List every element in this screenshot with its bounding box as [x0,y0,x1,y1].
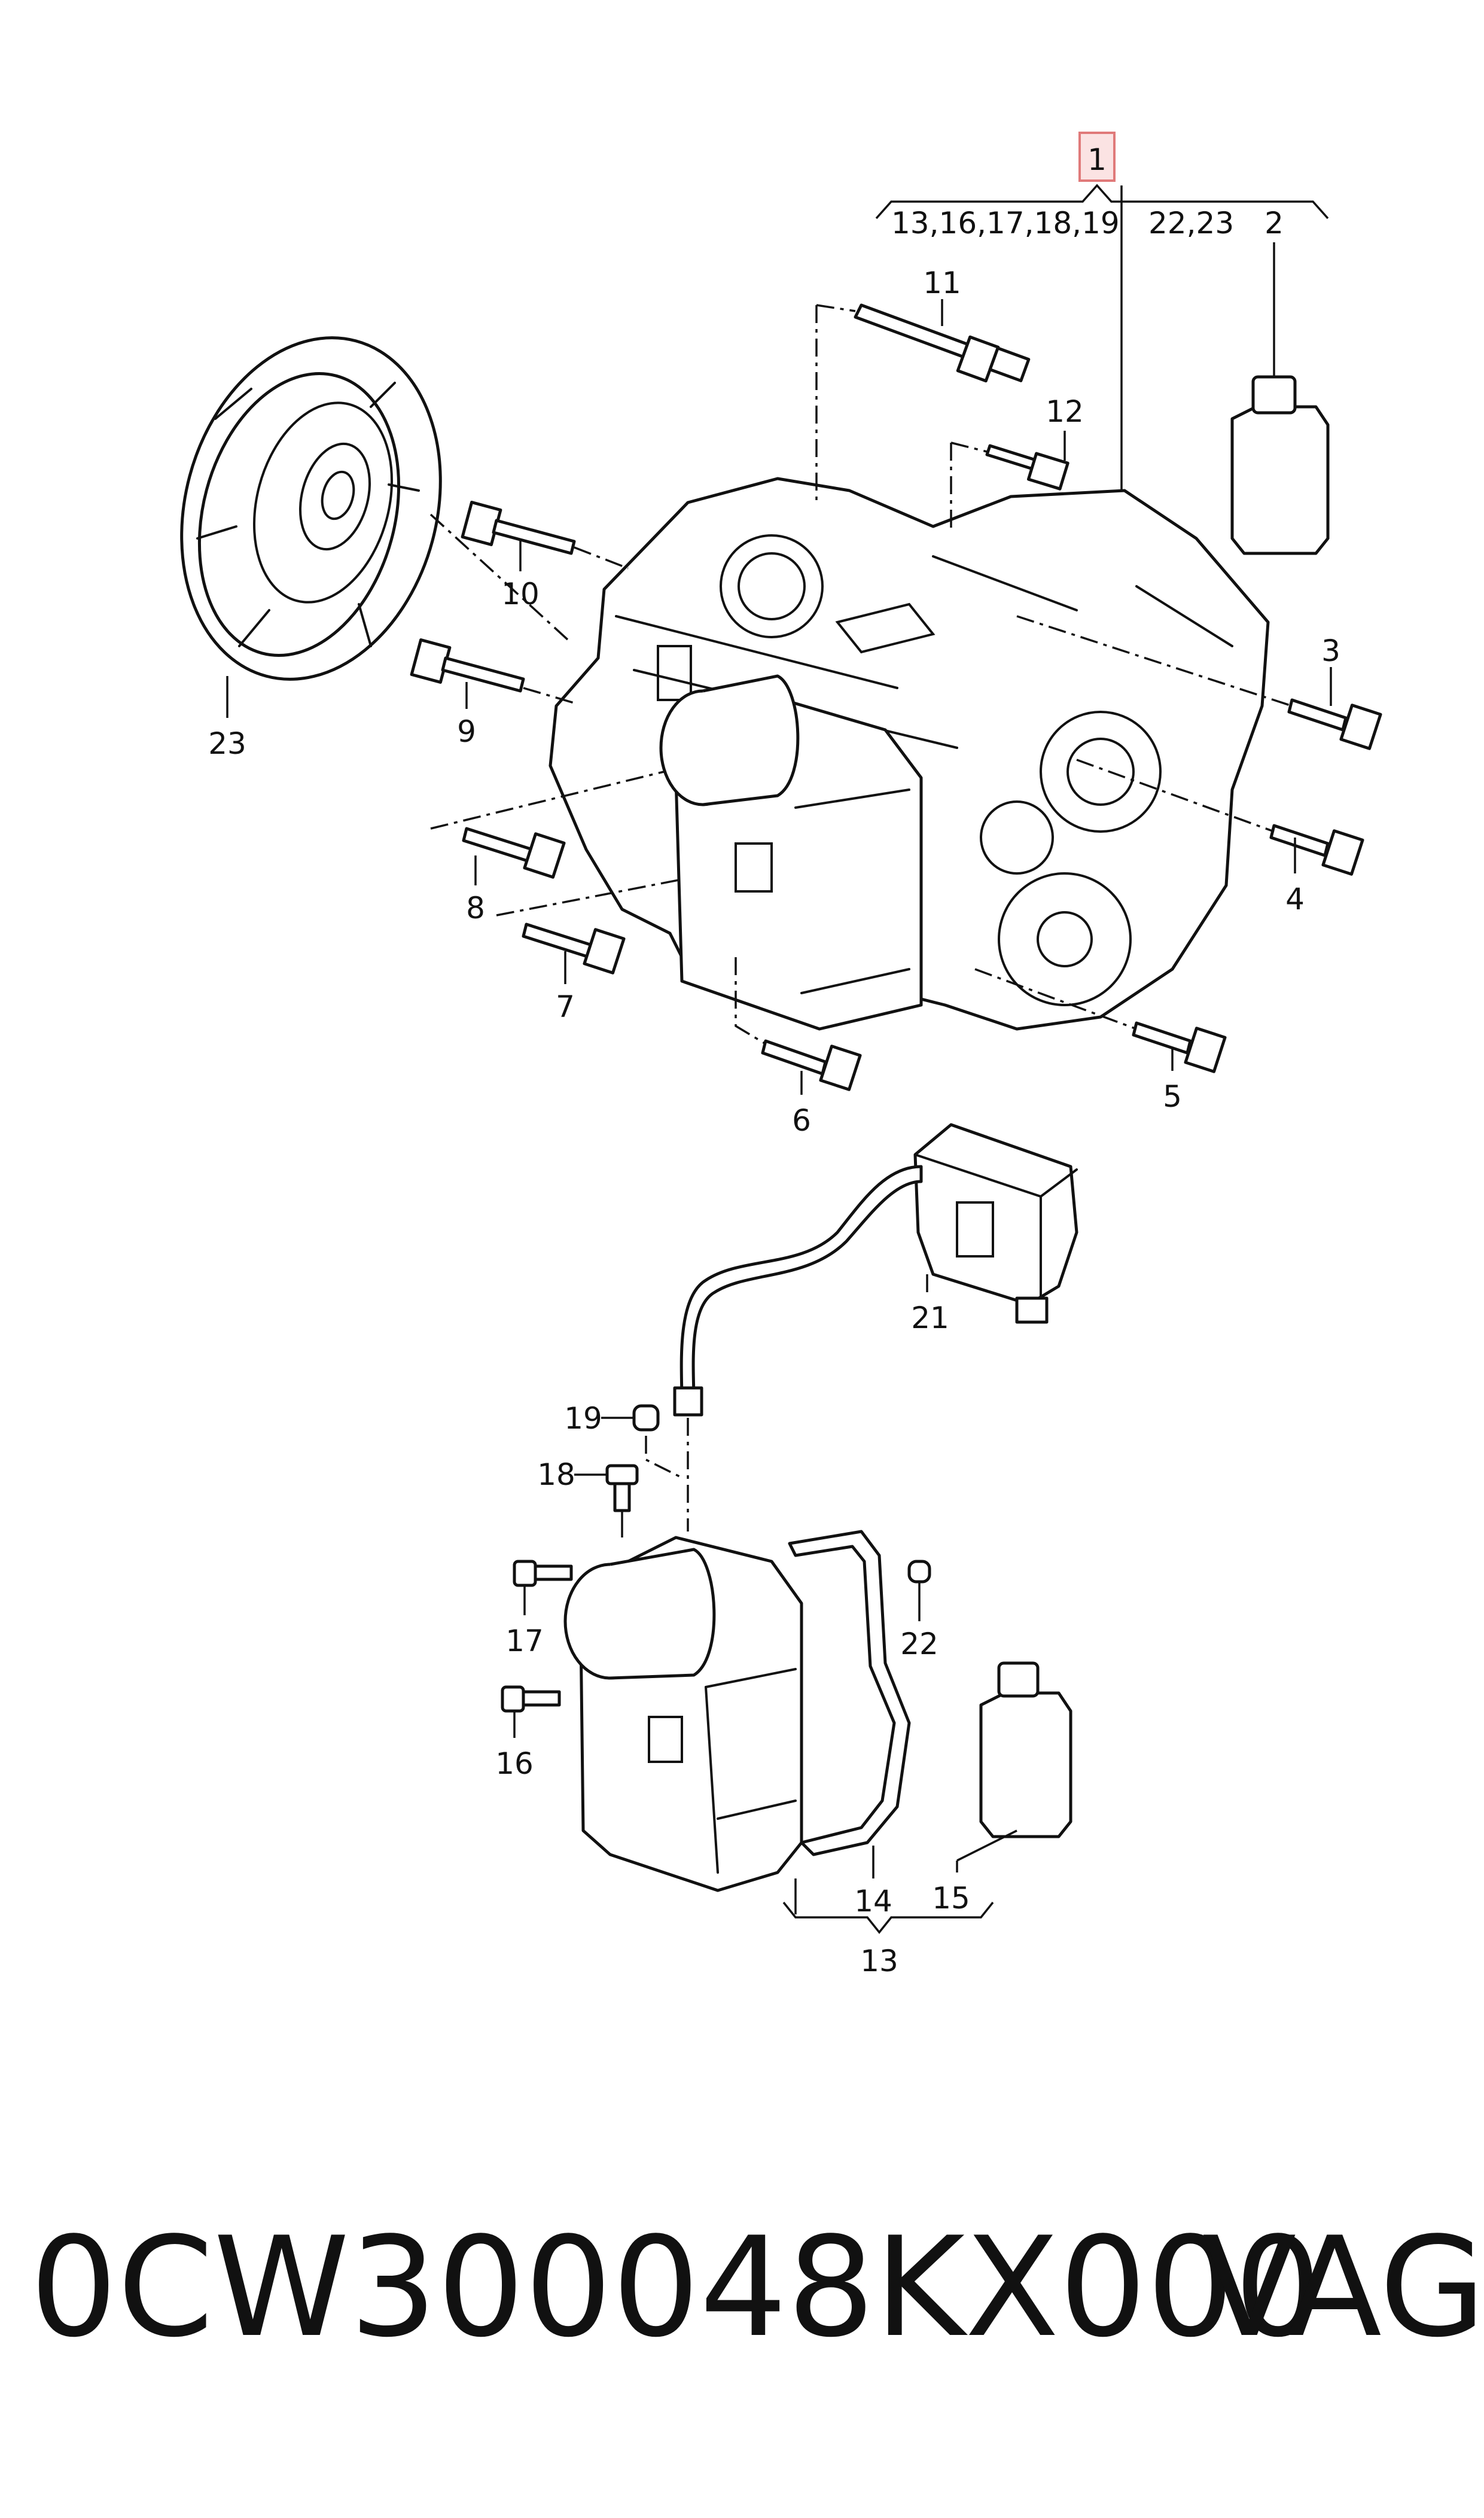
callout-22[interactable]: 22 [900,1627,938,1661]
callout-17[interactable]: 17 [505,1624,544,1658]
callout-1-reference-b: 22,23 [1148,206,1234,240]
callout-9[interactable]: 9 [457,714,476,749]
callout-23[interactable]: 23 [208,726,246,761]
bolt-9[interactable] [410,638,525,693]
callout-6[interactable]: 6 [792,1103,811,1138]
callout-8[interactable]: 8 [466,891,485,925]
wiring-harness[interactable] [679,1165,923,1402]
gasket-14[interactable] [788,1530,911,1856]
bolt-12[interactable] [985,444,1069,491]
callout-18[interactable]: 18 [537,1457,575,1492]
callout-19[interactable]: 19 [564,1401,602,1436]
bolt-6[interactable] [761,1039,862,1091]
part-number: 0CW300048KX000 [30,2208,1322,2368]
leader-15 [956,1829,1017,1862]
callout-16[interactable]: 16 [495,1746,534,1781]
bolt-3[interactable] [1287,698,1382,750]
callout-11[interactable]: 11 [923,266,961,300]
axis-3 [1016,615,1293,707]
callout-1-brace [875,184,1329,220]
bolt-7[interactable] [522,922,626,975]
mechatronic-unit-installed[interactable] [659,674,923,1031]
bolt-8[interactable] [462,827,566,879]
control-unit-21[interactable] [913,1123,1078,1324]
axis-5 [974,968,1137,1030]
callout-7[interactable]: 7 [556,989,575,1024]
callout-10[interactable]: 10 [501,577,540,611]
callout-14[interactable]: 14 [854,1884,892,1919]
axis-11 [815,304,856,503]
callout-13-brace [782,1901,994,1934]
axis-8 [430,771,665,830]
bolt-10[interactable] [461,501,576,555]
callout-1-reference-a: 13,16,17,18,19 [891,206,1120,240]
mechatronic-unit-13[interactable] [563,1536,803,1892]
callout-2[interactable]: 2 [1264,206,1284,240]
axis-6 [735,957,766,1045]
plug-19[interactable] [632,1404,660,1432]
callout-15[interactable]: 15 [932,1881,970,1916]
plug-22[interactable] [907,1560,931,1584]
callout-1[interactable]: 1 [1087,142,1107,177]
oil-bottle-15[interactable] [979,1661,1072,1838]
bolt-11[interactable] [854,303,1031,383]
bolt-4[interactable] [1269,824,1364,876]
bolt-18[interactable] [605,1464,639,1512]
callout-5[interactable]: 5 [1163,1079,1182,1114]
oil-bottle-2[interactable] [1230,375,1330,555]
brand-label: VAG [1202,2208,1484,2368]
axis-4 [1076,759,1275,833]
axis-9 [523,687,575,704]
callout-21[interactable]: 21 [911,1301,949,1335]
bolt-16[interactable] [501,1685,561,1713]
callout-1-highlight-box [1078,132,1116,182]
bolt-5[interactable] [1132,1021,1227,1073]
callout-3[interactable]: 3 [1321,634,1340,668]
axis-10 [574,546,629,570]
callout-4[interactable]: 4 [1285,882,1305,917]
clutch-assembly[interactable] [145,309,477,709]
axis-7 [496,878,682,917]
callout-13[interactable]: 13 [860,1944,898,1978]
harness-connector[interactable] [673,1386,703,1417]
bolt-17[interactable] [513,1560,573,1587]
axis-12 [950,442,988,532]
axis-18-19 [645,1436,682,1479]
callout-12[interactable]: 12 [1046,394,1084,429]
axis-clutch [429,513,569,641]
